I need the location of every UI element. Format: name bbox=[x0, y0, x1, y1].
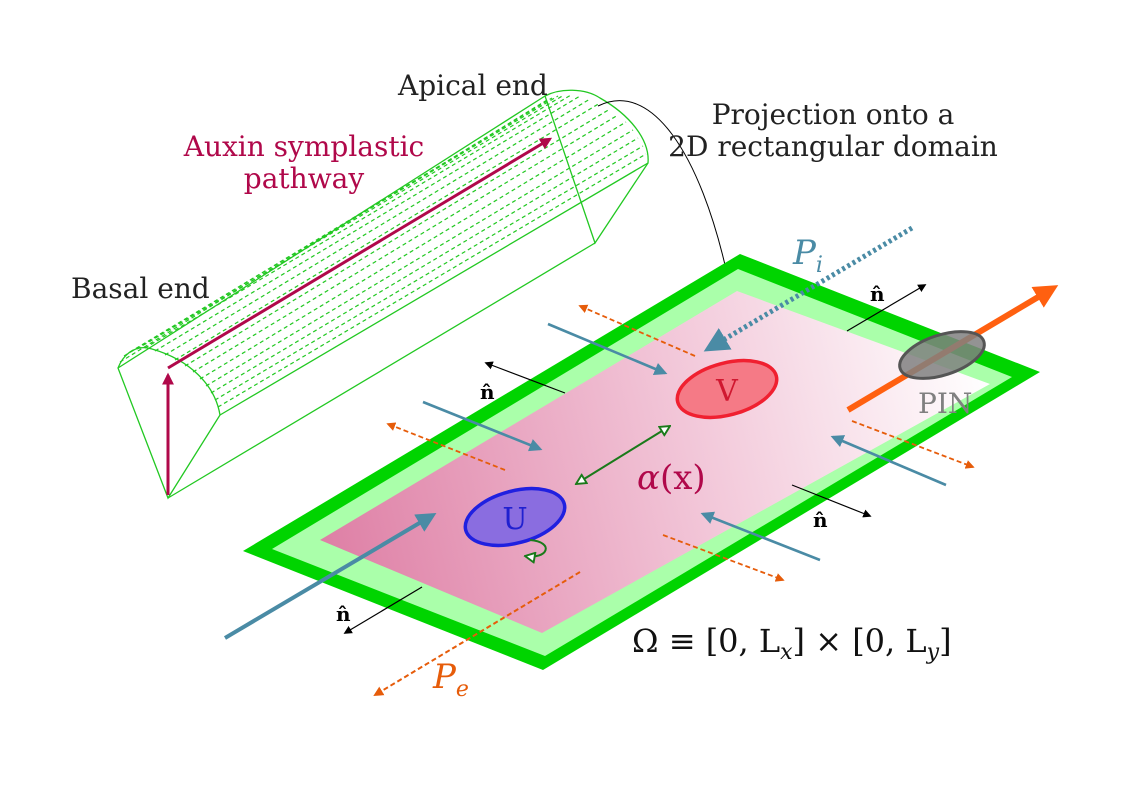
influx-arrow-3 bbox=[830, 435, 947, 487]
efflux-arrows bbox=[373, 304, 975, 697]
efflux-arrow-2 bbox=[386, 422, 506, 471]
normal-arrow-bottom-right bbox=[791, 484, 872, 518]
normal-vectors bbox=[343, 284, 927, 634]
u-label: U bbox=[502, 502, 527, 537]
influx-arrow-5 bbox=[223, 512, 437, 640]
influx-arrow-4 bbox=[700, 511, 821, 562]
p-i-label: Pi bbox=[792, 233, 823, 278]
v-label: V bbox=[715, 374, 739, 409]
alpha-label: α(x) bbox=[637, 458, 706, 498]
cylinder-dashed-lines bbox=[119, 94, 647, 408]
normal-label-bottom-left: n̂ bbox=[336, 602, 351, 626]
efflux-arrow-1 bbox=[578, 304, 696, 357]
normal-label-left: n̂ bbox=[480, 380, 495, 404]
normal-label-bottom-right: n̂ bbox=[813, 508, 828, 532]
normal-labels: n̂ n̂ n̂ n̂ bbox=[336, 282, 885, 626]
apical-end-label: Apical end bbox=[397, 69, 548, 102]
basal-end-label: Basal end bbox=[71, 272, 210, 305]
normal-arrow-bottom-left bbox=[343, 586, 423, 634]
influx-arrow-2 bbox=[422, 400, 543, 452]
pin-label: PIN bbox=[918, 387, 972, 420]
pin-transporter bbox=[898, 330, 986, 380]
p-e-label: Pe bbox=[432, 657, 469, 702]
normal-arrow-top-right bbox=[846, 284, 927, 332]
auxin-horizontal-arrow bbox=[167, 137, 553, 370]
omega-domain-label: Ω ≡ [0, Lx] × [0, Ly] bbox=[632, 622, 952, 665]
auxin-label-line1: Auxin symplastic bbox=[183, 130, 425, 163]
cylinder-apical-cap bbox=[544, 89, 649, 245]
projection-label-line2: 2D rectangular domain bbox=[668, 130, 998, 163]
alpha-interaction-arrow bbox=[576, 426, 670, 484]
cylinder-far-edge bbox=[219, 162, 649, 416]
projection-arrow bbox=[597, 100, 731, 280]
efflux-arrow-4 bbox=[662, 534, 785, 582]
cylinder-bottom-edge bbox=[167, 242, 596, 499]
auxin-pathway bbox=[162, 137, 553, 495]
auxin-label-line2: pathway bbox=[244, 162, 365, 195]
normal-label-top-right: n̂ bbox=[870, 282, 885, 306]
influx-arrow-1 bbox=[547, 322, 668, 375]
influx-arrows bbox=[223, 322, 947, 640]
u-self-loop bbox=[525, 539, 547, 557]
v-species bbox=[675, 358, 779, 420]
cell-cylinder bbox=[117, 89, 649, 500]
u-species bbox=[463, 486, 567, 548]
projection-label-line1: Projection onto a bbox=[712, 98, 955, 131]
efflux-arrow-3 bbox=[851, 420, 975, 469]
normal-arrow-left bbox=[484, 361, 566, 394]
